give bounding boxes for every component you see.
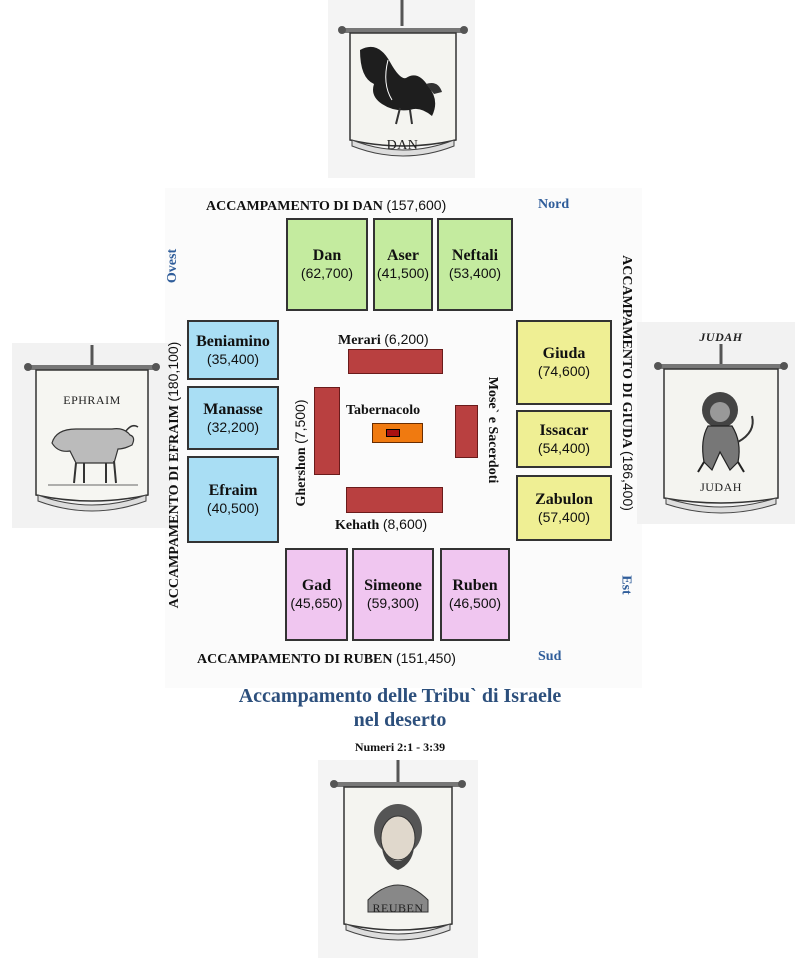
merari-label: Merari (6,200)	[338, 331, 429, 349]
tribe-giuda: Giuda (74,600)	[516, 320, 612, 405]
tribe-name: Gad	[301, 577, 332, 594]
reuben-banner: REUBEN	[320, 760, 476, 958]
tribe-zabulon: Zabulon (57,400)	[516, 475, 612, 541]
kehath-label: Kehath (8,600)	[335, 516, 427, 534]
tribe-name: Simeone	[364, 577, 422, 594]
merari-count: (6,200)	[384, 331, 429, 347]
tribe-count: (35,400)	[206, 350, 260, 367]
tribe-name: Zabulon	[535, 490, 593, 508]
tribe-count: (46,500)	[448, 595, 502, 611]
tribe-name: Issacar	[539, 421, 589, 439]
east-camp-heading: ACCAMPAMENTO DI GIUDA (186,400)	[618, 206, 636, 560]
kehath-block	[346, 487, 443, 513]
ark-of-covenant-icon	[386, 429, 400, 437]
page-title-line2: nel deserto	[353, 709, 447, 731]
east-camp-total: (186,400)	[620, 450, 636, 511]
gershon-count: (7,500)	[292, 399, 308, 444]
tribe-manasse: Manasse (32,200)	[187, 386, 279, 450]
tribe-count: (54,400)	[537, 439, 591, 456]
ephraim-banner: EPHRAIM	[14, 345, 170, 527]
north-camp-heading: ACCAMPAMENTO DI DAN (157,600)	[206, 197, 446, 215]
tribe-ruben: Ruben (46,500)	[440, 548, 510, 641]
west-camp-label: ACCAMPAMENTO DI EFRAIM	[167, 405, 182, 609]
tribe-issacar: Issacar (54,400)	[516, 410, 612, 468]
judah-banner-label: JUDAH	[700, 480, 742, 494]
tribe-name: Giuda	[542, 345, 586, 362]
reuben-banner-label: REUBEN	[372, 901, 424, 915]
tribe-count: (41,500)	[376, 265, 430, 281]
scripture-reference: Numeri 2:1 - 3:39	[354, 740, 446, 754]
tribe-neftali: Neftali (53,400)	[437, 218, 513, 311]
ephraim-banner-label: EPHRAIM	[63, 393, 121, 407]
tribe-gad: Gad (45,650)	[285, 548, 348, 641]
direction-north: Nord	[538, 197, 570, 212]
gershon-name: Ghershon	[294, 447, 309, 507]
tribe-efraim: Efraim (40,500)	[187, 456, 279, 543]
tribe-name: Efraim	[208, 482, 258, 499]
gershon-block	[314, 387, 340, 475]
tribe-dan: Dan (62,700)	[286, 218, 368, 311]
lion-banner-icon	[654, 344, 788, 514]
kehath-count: (8,600)	[382, 516, 428, 532]
direction-south: Sud	[538, 649, 562, 664]
direction-west: Ovest	[165, 248, 181, 284]
dan-banner: DAN	[330, 0, 475, 178]
tribe-count: (59,300)	[366, 595, 420, 611]
tribe-name: Manasse	[203, 400, 263, 418]
north-camp-label: ACCAMPAMENTO DI DAN	[206, 199, 383, 214]
merari-name: Merari	[338, 333, 381, 348]
tribe-count: (74,600)	[537, 363, 591, 379]
mose-label: Mose` e Sacerdoti	[485, 376, 500, 484]
kehath-name: Kehath	[335, 518, 380, 533]
south-camp-heading: ACCAMPAMENTO DI RUBEN (151,450)	[197, 650, 456, 668]
tribe-count: (62,700)	[300, 265, 354, 281]
east-camp-label: ACCAMPAMENTO DI GIUDA	[619, 255, 634, 448]
tribe-simeone: Simeone (59,300)	[352, 548, 434, 641]
mose-block	[455, 405, 478, 458]
merari-block	[348, 349, 443, 374]
man-banner-icon	[330, 760, 466, 941]
page-title-line1: Accampamento delle Tribu` di Israele	[238, 685, 562, 707]
tribe-beniamino: Beniamino (35,400)	[187, 320, 279, 380]
judah-banner-top-label: JUDAH	[699, 330, 743, 344]
west-camp-total: (180,100)	[165, 341, 181, 402]
tribe-count: (53,400)	[448, 265, 502, 281]
tribe-count: (32,200)	[206, 418, 260, 435]
tabernacle-label: Tabernacolo	[346, 403, 421, 418]
tribe-name: Dan	[312, 247, 342, 264]
tabernacle-block	[372, 423, 423, 443]
tribe-count: (40,500)	[206, 500, 260, 516]
tribe-count: (45,650)	[290, 595, 343, 611]
bull-banner-icon	[24, 345, 160, 512]
tribe-aser: Aser (41,500)	[373, 218, 433, 311]
judah-banner: JUDAH JUDAH	[648, 322, 794, 522]
tribe-count: (57,400)	[537, 508, 591, 525]
tribe-name: Ruben	[452, 577, 498, 594]
tribe-name: Neftali	[451, 247, 499, 264]
north-camp-total: (157,600)	[386, 197, 447, 213]
tribe-name: Beniamino	[196, 332, 270, 350]
south-camp-total: (151,450)	[395, 650, 456, 666]
direction-east: Est	[618, 575, 634, 595]
dan-banner-label: DAN	[386, 138, 419, 153]
eagle-banner-icon	[338, 0, 468, 157]
gershon-label: Ghershon (7,500)	[292, 393, 310, 513]
west-camp-heading: ACCAMPAMENTO DI EFRAIM (180,100)	[165, 299, 183, 651]
south-camp-label: ACCAMPAMENTO DI RUBEN	[197, 652, 393, 667]
tribe-name: Aser	[387, 247, 419, 264]
